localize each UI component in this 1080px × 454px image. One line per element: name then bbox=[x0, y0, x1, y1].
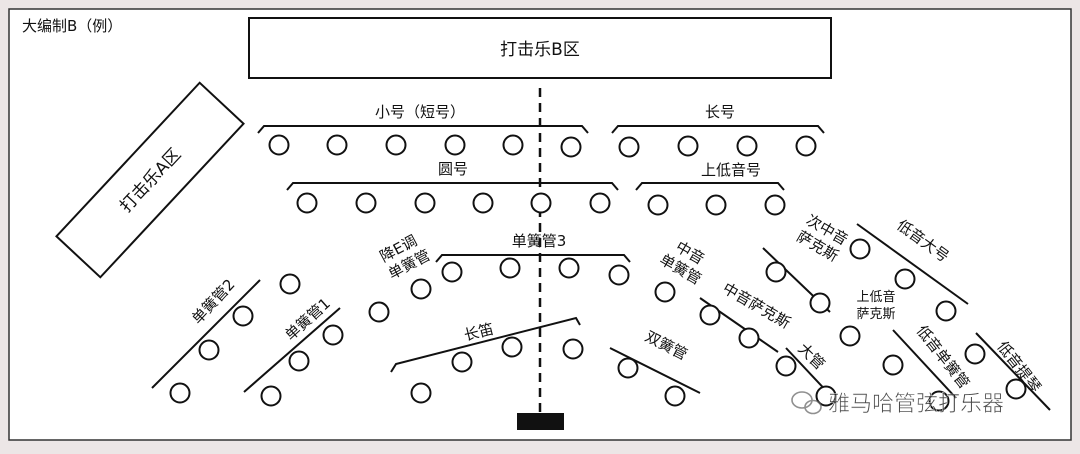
seat bbox=[928, 390, 950, 412]
conductor-podium bbox=[517, 413, 564, 430]
flute-bracket bbox=[390, 316, 581, 373]
percussion-b-zone bbox=[248, 17, 832, 79]
oboe-bracket bbox=[609, 347, 701, 394]
seat bbox=[558, 257, 580, 279]
seat bbox=[647, 194, 669, 216]
clarinet3-label: 单簧管3 bbox=[512, 232, 567, 250]
seat bbox=[169, 382, 191, 404]
seat bbox=[499, 257, 521, 279]
seat bbox=[355, 192, 377, 214]
percussion-a-box bbox=[55, 81, 245, 279]
seat bbox=[260, 385, 282, 407]
trumpet-label: 小号（短号） bbox=[375, 103, 465, 121]
seat bbox=[795, 135, 817, 157]
seat bbox=[839, 325, 861, 347]
bass-clarinet-bracket bbox=[892, 329, 957, 399]
horn-label: 圆号 bbox=[438, 160, 468, 178]
seat bbox=[894, 268, 916, 290]
seat bbox=[472, 192, 494, 214]
seat bbox=[617, 357, 639, 379]
watermark-text: 雅马哈管弦打乐器 bbox=[828, 392, 1004, 417]
trombone-label: 长号 bbox=[705, 103, 735, 121]
contrabass-bracket bbox=[975, 332, 1051, 411]
seat bbox=[764, 194, 786, 216]
seat bbox=[589, 192, 611, 214]
clarinet3-bracket bbox=[435, 254, 631, 263]
seat bbox=[441, 261, 463, 283]
wechat-icon bbox=[791, 391, 822, 415]
euphonium-bracket bbox=[635, 182, 785, 191]
seat bbox=[738, 327, 760, 349]
trombone-bracket bbox=[611, 125, 825, 134]
seat bbox=[775, 355, 797, 377]
seat bbox=[385, 134, 407, 156]
seat bbox=[198, 339, 220, 361]
diagram-title: 大编制B（例） bbox=[22, 17, 122, 35]
seat bbox=[699, 304, 721, 326]
seat bbox=[809, 292, 831, 314]
baritone-sax-line2: 萨克斯 bbox=[856, 307, 895, 322]
seat bbox=[664, 385, 686, 407]
seat bbox=[882, 354, 904, 376]
baritone-sax-line1: 上低音 bbox=[856, 289, 895, 305]
percussion-b-label: 打击乐B区 bbox=[500, 40, 580, 60]
clarinet1-bracket bbox=[243, 307, 341, 393]
seat bbox=[501, 336, 523, 358]
seat bbox=[736, 135, 758, 157]
seat bbox=[705, 194, 727, 216]
seat bbox=[849, 238, 871, 260]
seat bbox=[935, 300, 957, 322]
seat bbox=[560, 136, 582, 158]
trumpet-bracket bbox=[257, 125, 589, 134]
seat bbox=[268, 134, 290, 156]
section-brackets bbox=[151, 125, 1051, 411]
horn-bracket bbox=[286, 182, 619, 191]
seat bbox=[279, 273, 301, 295]
seat bbox=[410, 382, 432, 404]
seat bbox=[765, 261, 787, 283]
seat bbox=[1005, 378, 1027, 400]
seat bbox=[654, 281, 676, 303]
seat bbox=[322, 324, 344, 346]
seat bbox=[677, 135, 699, 157]
seat bbox=[326, 134, 348, 156]
seat bbox=[410, 278, 432, 300]
seat bbox=[815, 385, 837, 407]
clarinet2-bracket bbox=[151, 279, 261, 389]
watermark: 雅马哈管弦打乐器 bbox=[791, 391, 1004, 417]
tuba-bracket bbox=[856, 223, 969, 305]
seat bbox=[451, 351, 473, 373]
seat bbox=[530, 192, 552, 214]
seat bbox=[562, 338, 584, 360]
seat bbox=[414, 192, 436, 214]
seat bbox=[288, 350, 310, 372]
seat bbox=[444, 134, 466, 156]
seat bbox=[502, 134, 524, 156]
seat bbox=[296, 192, 318, 214]
euphonium-label: 上低音号 bbox=[701, 161, 761, 179]
seat bbox=[608, 264, 630, 286]
seat bbox=[618, 136, 640, 158]
seats bbox=[169, 134, 1027, 412]
seat bbox=[232, 305, 254, 327]
seat bbox=[368, 301, 390, 323]
seat bbox=[964, 343, 986, 365]
